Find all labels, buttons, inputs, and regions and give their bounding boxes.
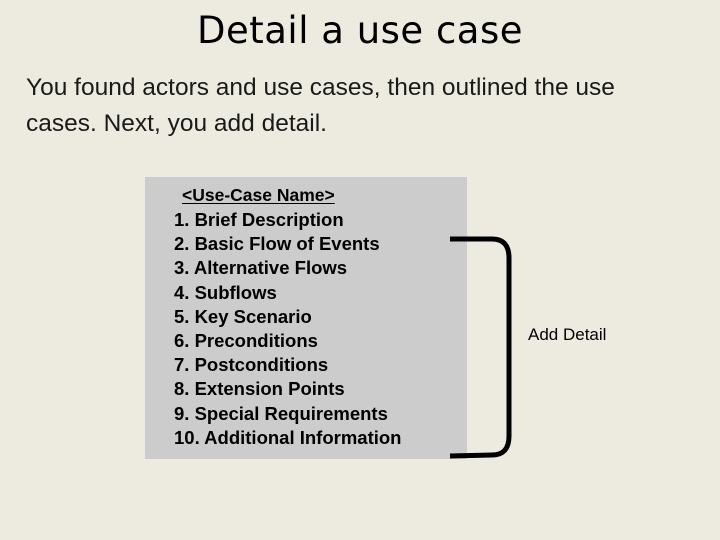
use-case-section-list: 1. Brief Description 2. Basic Flow of Ev… — [174, 208, 467, 450]
use-case-template-content: <Use-Case Name> 1. Brief Description 2. … — [174, 183, 467, 450]
list-item: 6. Preconditions — [174, 330, 318, 352]
slide-body-text: You found actors and use cases, then out… — [26, 74, 615, 137]
use-case-name-heading-wrap: <Use-Case Name> — [176, 183, 467, 207]
list-item: 1. Brief Description — [174, 209, 344, 230]
list-item: 10. Additional Information — [174, 426, 402, 448]
use-case-name-heading: <Use-Case Name> — [182, 185, 335, 205]
use-case-template-box: <Use-Case Name> 1. Brief Description 2. … — [145, 177, 467, 459]
curly-bracket-icon — [449, 236, 512, 459]
page-title: Detail a use case — [197, 9, 523, 52]
list-item: 4. Subflows — [174, 281, 277, 303]
add-detail-label: Add Detail — [528, 325, 607, 344]
list-item: 9. Special Requirements — [174, 402, 388, 424]
list-item: 8. Extension Points — [174, 378, 345, 400]
list-item: 7. Postconditions — [174, 354, 329, 376]
list-item: 3. Alternative Flows — [174, 257, 348, 279]
list-item: 2. Basic Flow of Events — [174, 233, 380, 255]
list-item: 5. Key Scenario — [174, 305, 312, 327]
